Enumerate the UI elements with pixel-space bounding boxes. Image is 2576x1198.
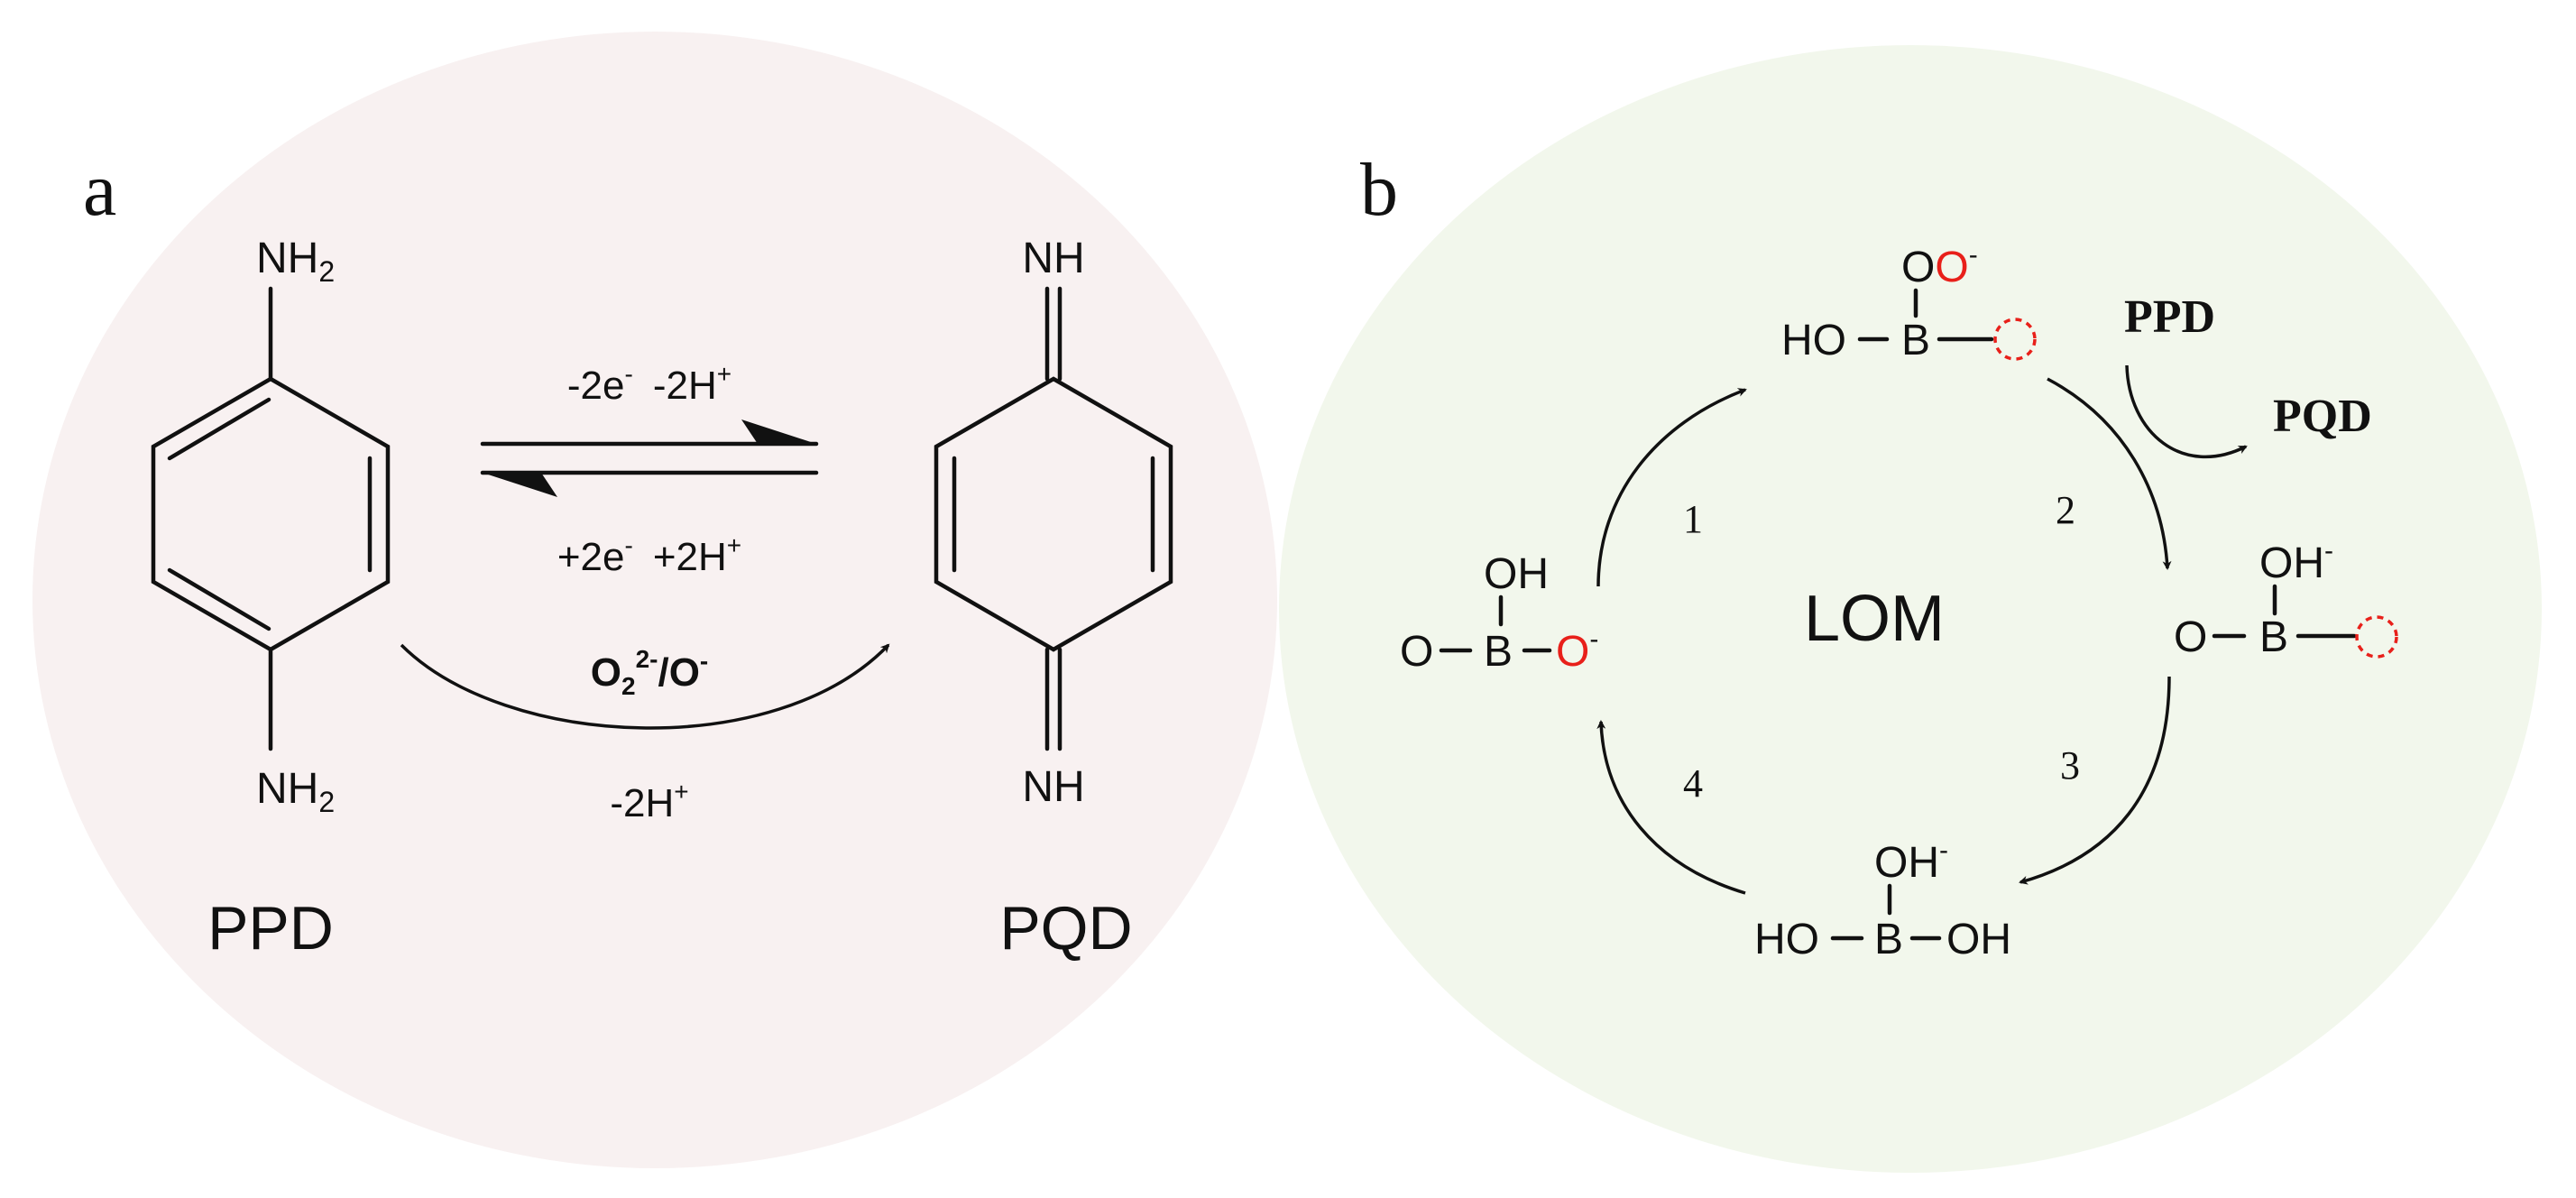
pqd-structure: NH NH PQD [934, 235, 1173, 963]
species-bottom-ho: HO [1754, 916, 1819, 963]
reverse-arrow-head [483, 473, 557, 497]
panel-b-label: b [1360, 148, 1398, 232]
side-reaction: PPD PQD [2124, 291, 2372, 458]
ppd-bottom-amine: NH2 [256, 765, 335, 818]
species-top-oxygen-vacancy [1993, 318, 2037, 361]
species-right: OH- O B [2174, 536, 2398, 661]
ppd-double-bond-upper-left [167, 397, 271, 461]
species-top-peroxo: OO- [1901, 240, 1978, 291]
species-left: OH O B O- [1400, 550, 1598, 676]
panel-a-label: a [83, 148, 116, 232]
step-label-2: 2 [2056, 488, 2075, 532]
species-right-oxygen: O [2174, 613, 2207, 661]
cycle-arrow-3 [2019, 676, 2171, 885]
species-top-boron: B [1901, 317, 1930, 364]
ppd-top-amine: NH2 [256, 235, 335, 288]
curve-proton-label: -2H+ [610, 778, 688, 825]
ppd-name: PPD [207, 894, 334, 963]
species-top: OO- HO B [1781, 240, 2037, 364]
side-product-pqd: PQD [2273, 391, 2372, 442]
species-bottom-lattice-hydroxyl: OH [1946, 916, 2011, 963]
species-bottom-boron: B [1874, 916, 1903, 963]
pqd-quinoid-ring [934, 376, 1173, 652]
species-left-boron: B [1484, 628, 1513, 676]
species-right-boron: B [2259, 613, 2288, 661]
species-bottom-hydroxide: OH- [1874, 835, 1948, 887]
species-right-oxygen-vacancy [2355, 615, 2398, 659]
reverse-conditions: +2e-+2H+ [557, 531, 741, 579]
step-label-4: 4 [1683, 761, 1703, 806]
panel-a-background [32, 32, 1277, 1168]
equilibrium-arrows: -2e--2H+ +2e-+2H+ [480, 360, 819, 579]
side-reactant-ppd: PPD [2124, 291, 2215, 343]
lom-label: LOM [1804, 583, 1945, 655]
ppd-double-bond-lower-left [167, 567, 271, 631]
species-left-lattice-oxygen: O- [1556, 624, 1598, 676]
oxidation-arrow: O22-/O- -2H+ [400, 643, 890, 825]
species-left-hydroxyl: OH [1484, 550, 1549, 598]
oxidant-label: O22-/O- [591, 645, 709, 700]
side-reaction-arrow [2125, 364, 2248, 458]
pqd-bottom-imine: NH [1022, 763, 1084, 811]
cycle-arrow-4 [1596, 720, 1746, 895]
oxidation-curve [400, 643, 890, 730]
species-left-oxygen: O [1400, 628, 1433, 676]
panel-a: a NH2 NH2 PPD -2e--2H+ [32, 32, 1277, 1168]
species-top-ho: HO [1781, 317, 1846, 364]
pqd-name: PQD [999, 894, 1132, 963]
species-bottom: OH- HO B OH [1754, 835, 2011, 963]
ppd-structure: NH2 NH2 PPD [151, 235, 391, 963]
step-label-3: 3 [2060, 743, 2080, 788]
panel-b-background [1279, 45, 2542, 1173]
species-right-hydroxide: OH- [2259, 536, 2333, 587]
forward-arrow-head [741, 419, 816, 444]
panel-b: b LOM 1 2 3 4 PPD PQD OO- HO B [1279, 45, 2542, 1173]
forward-conditions: -2e--2H+ [567, 360, 731, 408]
cycle-arrow-2 [2047, 377, 2172, 570]
pqd-top-imine: NH [1022, 235, 1084, 282]
step-label-1: 1 [1683, 497, 1703, 541]
cycle-arrow-1 [1596, 388, 1747, 587]
